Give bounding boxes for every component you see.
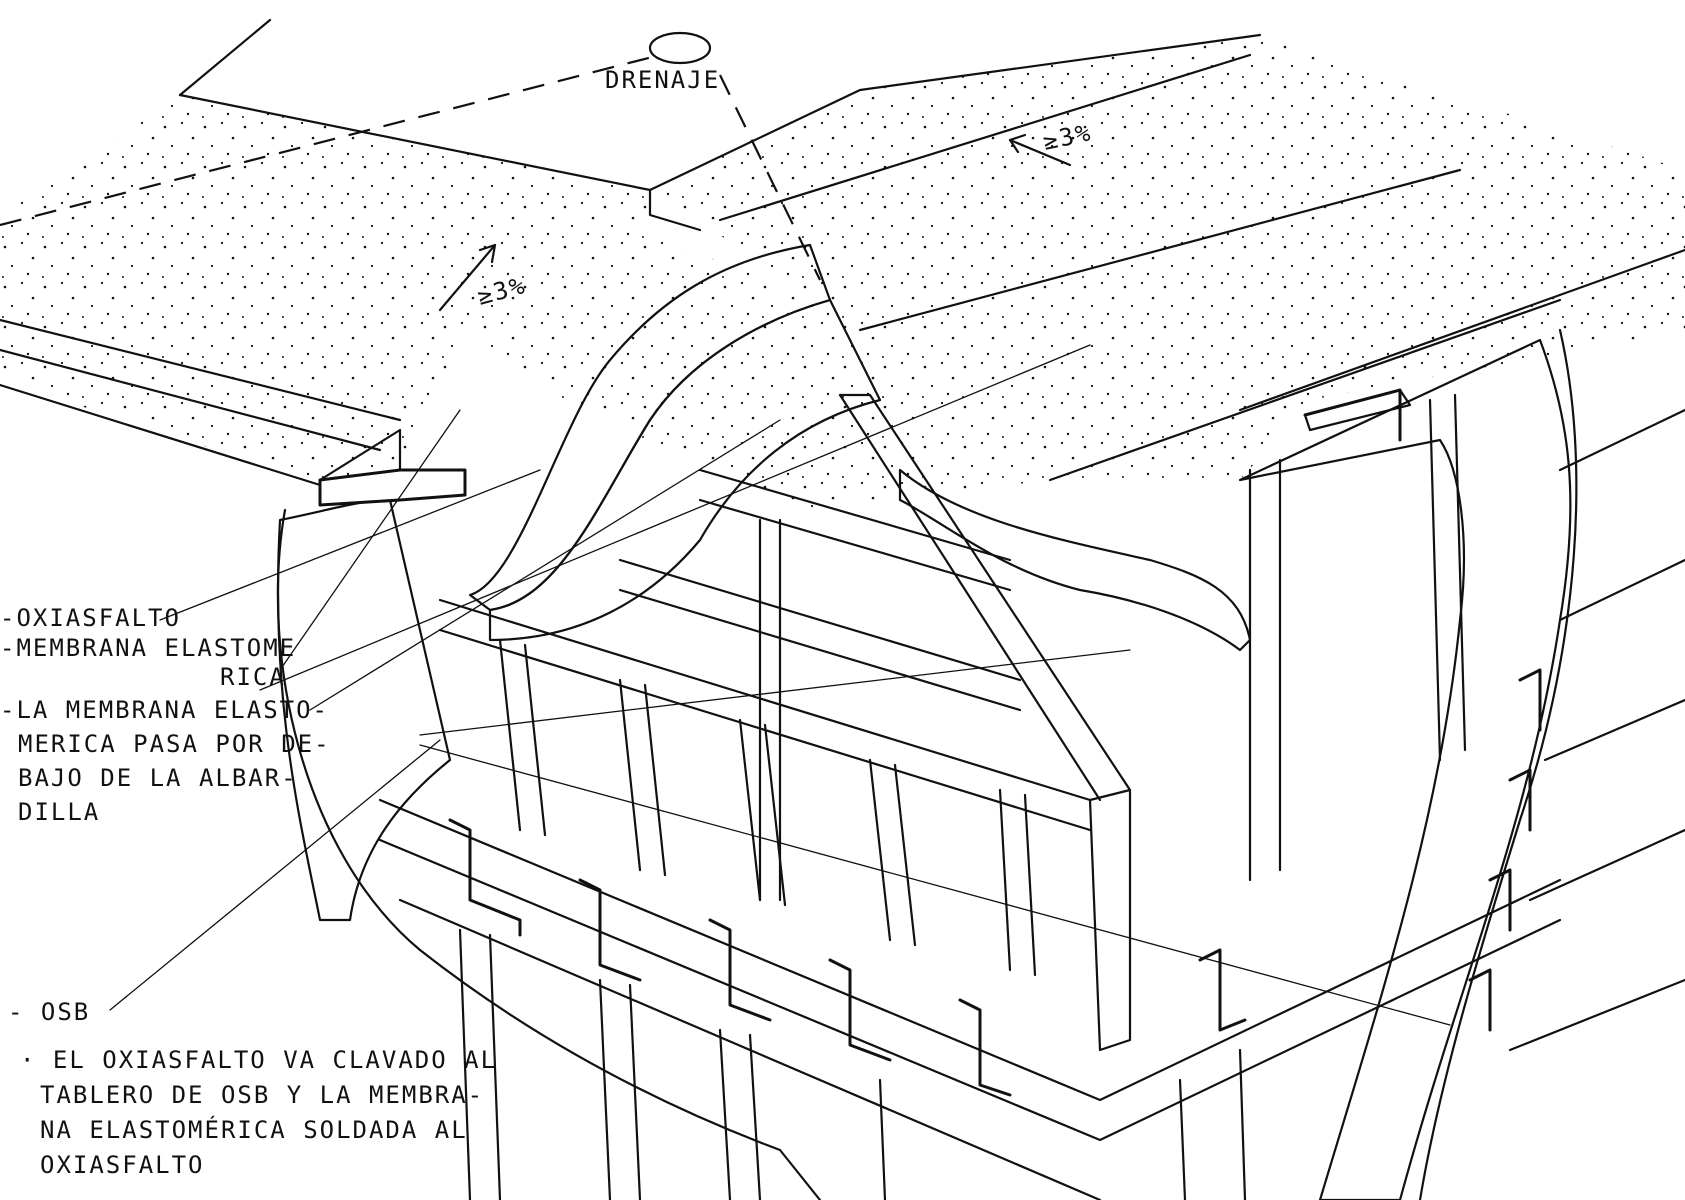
- leader-lines: [109, 344, 1451, 1026]
- drain-icon: [648, 31, 712, 65]
- coping: [318, 388, 1412, 507]
- note-membrana-2: MERICA PASA POR DE-: [18, 730, 331, 758]
- note-membrana-3: BAJO DE LA ALBAR-: [18, 764, 298, 792]
- note-oxiasfalto-2: TABLERO DE OSB Y LA MEMBRA-: [40, 1081, 484, 1109]
- roof-surface: [0, 35, 1685, 510]
- note-oxiasfalto-4: OXIASFALTO: [40, 1151, 205, 1179]
- label-oxiasfalto: -OXIASFALTO: [0, 604, 181, 632]
- steel-profiles: [448, 668, 1542, 1097]
- note-membrana-4: DILLA: [18, 798, 100, 826]
- roof-edges: [0, 18, 1685, 487]
- side-wall: [1508, 408, 1685, 1052]
- slope-arrows: [438, 133, 1072, 312]
- note-oxiasfalto-1: · EL OXIASFALTO VA CLAVADO AL: [20, 1046, 497, 1074]
- label-membrana-2: RICA: [220, 663, 286, 691]
- label-membrana-1: -MEMBRANA ELASTOME: [0, 634, 296, 662]
- note-membrana-1: -LA MEMBRANA ELASTO-: [0, 696, 329, 724]
- floor-deck: [378, 798, 1562, 1200]
- note-oxiasfalto-3: NA ELASTOMÉRICA SOLDADA AL: [40, 1115, 468, 1144]
- label-osb: - OSB: [8, 998, 90, 1026]
- label-drenaje: DRENAJE: [605, 66, 720, 94]
- timber-frame: [438, 393, 1467, 1052]
- section-cut-boundary: [276, 328, 1578, 1200]
